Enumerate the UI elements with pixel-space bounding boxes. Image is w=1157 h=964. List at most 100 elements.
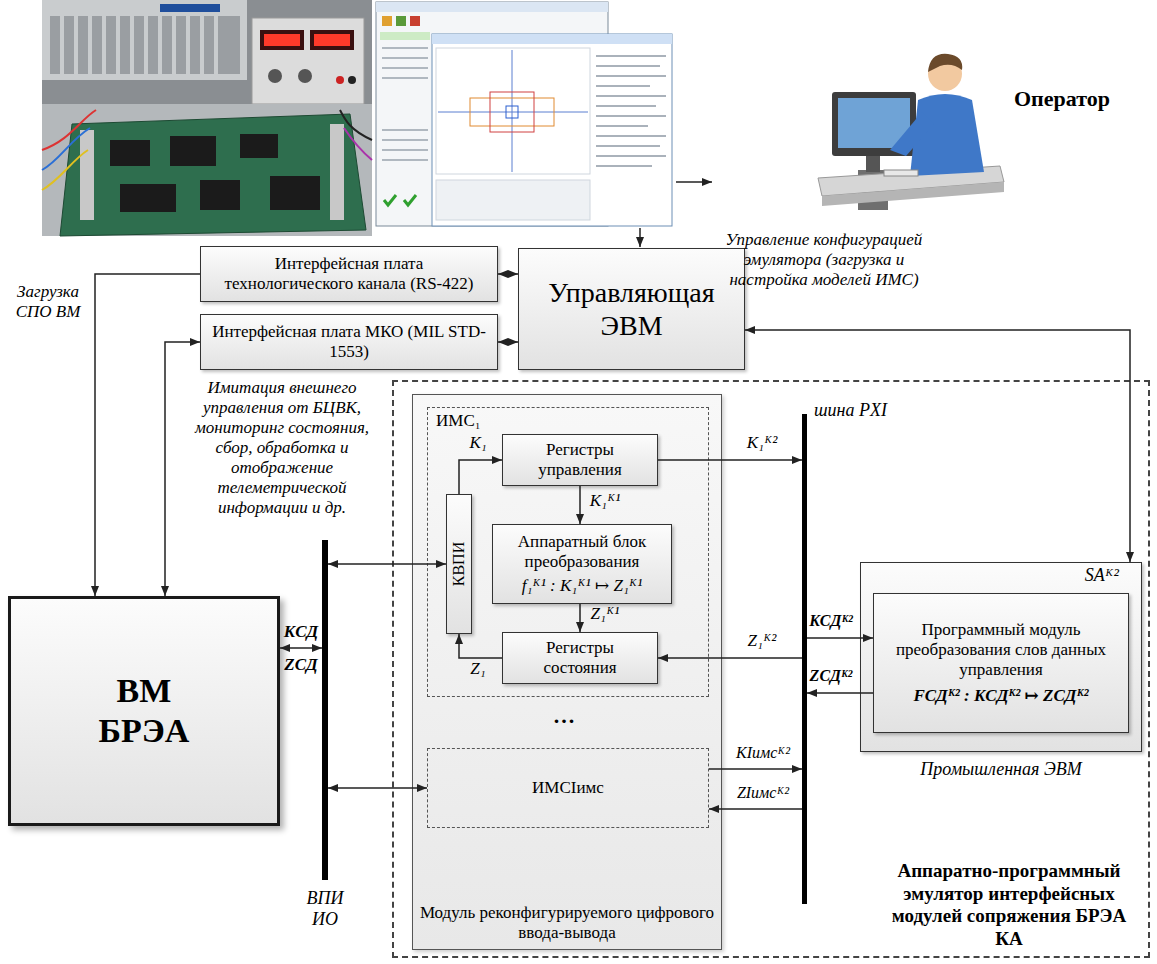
connector: [459, 460, 502, 494]
connector: [280, 647, 322, 649]
power-supply: [252, 18, 364, 104]
register-box: Регистры управления: [502, 434, 658, 486]
operator-figure: [818, 54, 1004, 210]
node-label: Интерфейсная плата МКО (MIL STD-1553): [209, 322, 489, 362]
plot-axis: [438, 112, 588, 113]
node-label: Аппаратный блок преобразования: [501, 532, 663, 572]
plot-axis: [512, 50, 513, 172]
node-label: Регистры состояния: [511, 638, 649, 678]
signal-label: ZIимсᴷ²: [737, 784, 789, 802]
node-label: f₁ᴷ¹ : K₁ᴷ¹ ↦ Z₁ᴷ¹: [522, 576, 643, 596]
display-digits: [264, 34, 300, 46]
plot-shape: [490, 92, 534, 132]
rack-slots: [50, 16, 240, 74]
node-label: Модуль реконфигурируемого цифрового ввод…: [419, 903, 715, 943]
toolbar-icons: [382, 16, 420, 26]
signal-label: Z₁: [470, 660, 485, 679]
lab-photo: [42, 0, 372, 236]
terminal: [336, 76, 344, 84]
connector: [709, 808, 802, 810]
node-label: FСДᴷ² : KСДᴷ² ↦ ZСДᴷ²: [913, 686, 1088, 706]
plot-shape: [470, 98, 554, 126]
desk-edge: [822, 182, 1004, 206]
knob: [298, 69, 312, 83]
node-label: Промышленная ЭВМ: [861, 759, 1141, 780]
signal-label: KIимсᴷ²: [736, 744, 790, 762]
controls: [436, 180, 590, 220]
connector: [745, 330, 1130, 562]
value-rows: [596, 56, 666, 166]
node-label: КВПИ: [450, 542, 469, 586]
node-label: Программный модуль преобразования слов д…: [882, 620, 1120, 680]
interface-controller: КВПИ: [446, 494, 472, 634]
ellipsis: ...: [554, 703, 577, 729]
plot-area: [436, 48, 590, 174]
connector: [579, 486, 581, 524]
chip-model: ИМСIимс: [427, 748, 709, 828]
cables: [42, 110, 372, 190]
interface-board: Интерфейсная плата МКО (MIL STD-1553): [200, 314, 498, 370]
display: [310, 30, 354, 50]
plot-shape: [506, 106, 518, 118]
arrow: [639, 228, 641, 247]
node-label: шина PXI: [814, 400, 887, 421]
node-label: ВПИ ИО: [300, 888, 350, 930]
software-screenshot: [376, 2, 672, 226]
operator-arm: [890, 112, 934, 156]
industrial-computer: Программный модуль преобразования слов д…: [860, 562, 1142, 752]
keyboard: [884, 170, 918, 176]
knob: [268, 69, 282, 83]
signal-label: K₁: [469, 434, 486, 453]
title-bar: [432, 34, 672, 44]
signal-label: KСДᴷ²: [809, 612, 853, 630]
signal-label: Z₁ᴷ²: [748, 632, 777, 651]
rack: [42, 0, 247, 80]
control-computer: Управляющая ЭВМ: [518, 248, 745, 370]
tree-rows: [382, 48, 428, 160]
software-module: Программный модуль преобразования слов д…: [873, 593, 1129, 733]
display: [260, 30, 304, 50]
connector: [579, 604, 581, 632]
bench: [42, 104, 372, 236]
signal-label: ZСДᴷ²: [810, 667, 853, 685]
note: Загрузка СПО ВМ: [6, 282, 90, 322]
interface-board: Интерфейсная плата технологического кана…: [200, 246, 498, 302]
connector: [807, 637, 873, 639]
node-label: Регистры управления: [511, 440, 649, 480]
connector: [807, 692, 873, 694]
connector: [165, 342, 200, 596]
note: Имитация внешнего управления от БЦВК, мо…: [176, 378, 388, 518]
photo-ground: [42, 0, 372, 236]
chips: [110, 134, 320, 212]
signal-label: K₁ᴷ²: [747, 434, 778, 453]
node-label: ИМСIимс: [532, 778, 604, 798]
connector: [328, 787, 427, 789]
pxi-bus: шина PXI: [802, 414, 807, 904]
signal-label: Z₁ᴷ¹: [591, 605, 620, 624]
interface-bus: ВПИ ИО: [322, 540, 328, 880]
connector: [328, 563, 446, 565]
window: [432, 34, 672, 226]
emulator-boundary: КВПИ Регистры управленияАппаратный блок п…: [392, 380, 1150, 958]
chip-model: КВПИ Регистры управленияАппаратный блок п…: [427, 407, 709, 697]
row-highlight: [380, 32, 430, 40]
arrow: [676, 181, 712, 183]
node-label: Аппаратно-программный эмулятор интерфейс…: [878, 860, 1140, 950]
note: Управление конфигурацией эмулятора (загр…: [718, 230, 930, 290]
register-box: Регистры состояния: [502, 632, 658, 684]
onboard-computer: ВМ БРЭА: [8, 596, 280, 826]
connectors: [80, 124, 344, 220]
connector: [498, 273, 518, 275]
connector: [658, 657, 802, 659]
connector: [95, 274, 200, 596]
node-label: Интерфейсная плата технологического кана…: [209, 254, 489, 294]
converter-box: Аппаратный блок преобразования f₁ᴷ¹ : K₁ᴷ…: [492, 524, 672, 604]
signal-label: K₁ᴷ¹: [590, 492, 621, 511]
connector: [709, 768, 802, 770]
check-marks: [384, 195, 416, 205]
terminal: [348, 76, 356, 84]
rack-badge: [160, 4, 220, 12]
monitor-stand: [866, 156, 880, 172]
node-label: SAᴷ²: [1085, 565, 1119, 586]
